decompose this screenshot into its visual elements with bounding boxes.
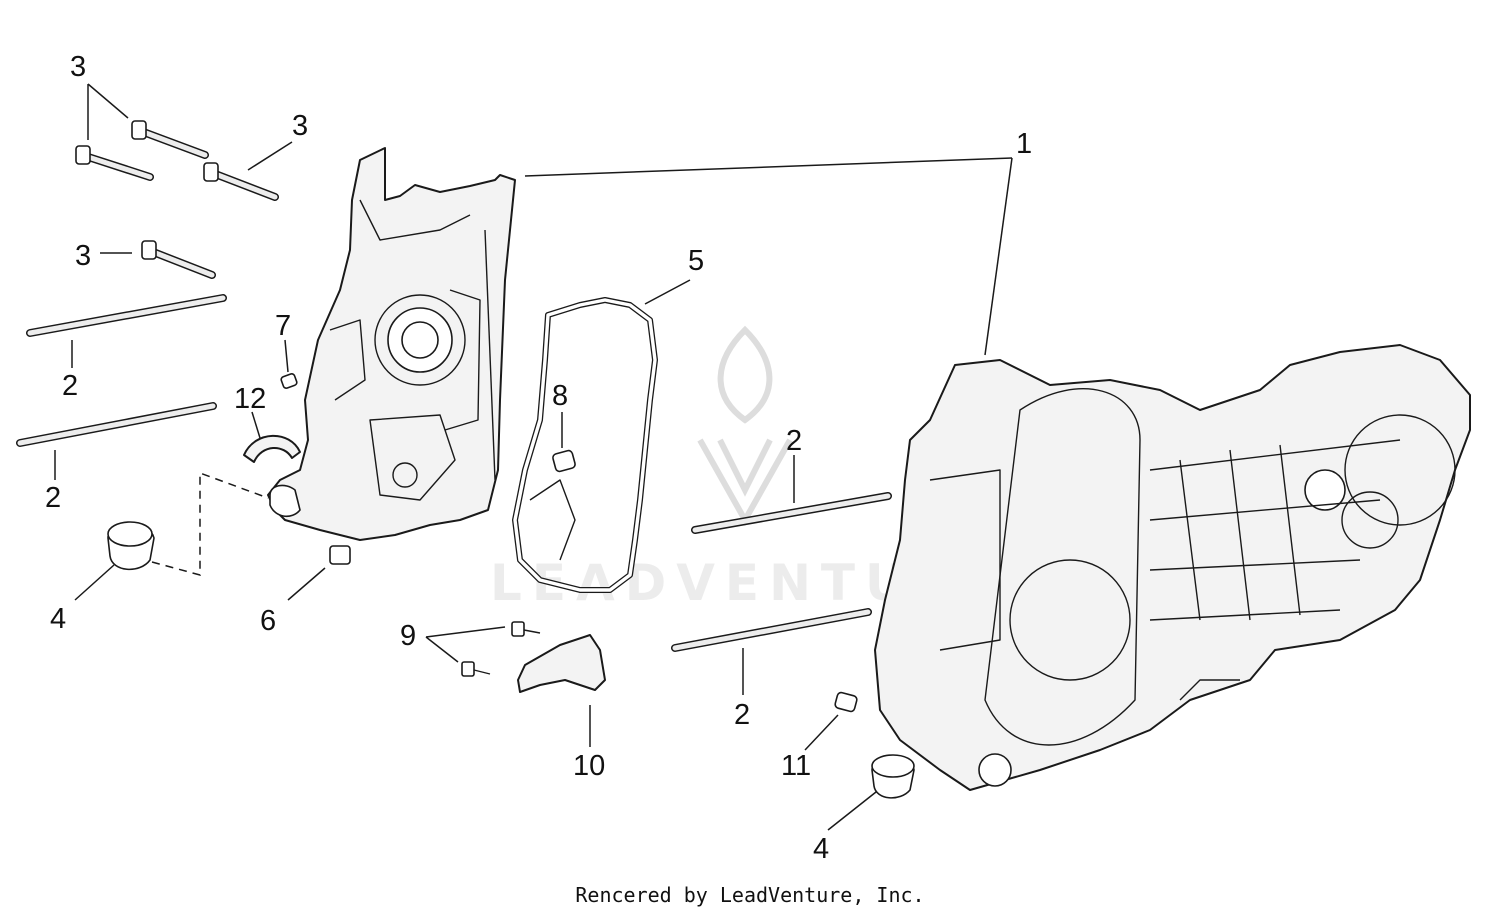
callout-5: 5 xyxy=(688,245,704,277)
callout-2: 2 xyxy=(786,425,802,457)
callout-12: 12 xyxy=(234,383,266,415)
dowel-11 xyxy=(834,691,858,713)
callout-3: 3 xyxy=(70,51,86,83)
crankcase-left-half xyxy=(267,147,516,541)
leader-lines xyxy=(54,83,1013,831)
callout-11: 11 xyxy=(781,750,811,782)
guard-plate-10 xyxy=(517,634,606,693)
dowel-8 xyxy=(552,449,576,473)
screw-9a xyxy=(511,621,541,637)
callout-3: 3 xyxy=(292,110,308,142)
callout-2: 2 xyxy=(45,482,61,514)
bolt-3d xyxy=(141,240,216,279)
stud-2a xyxy=(26,294,227,337)
callout-6: 6 xyxy=(260,605,276,637)
dowel-6 xyxy=(329,545,351,565)
stud-2c xyxy=(691,492,892,534)
silent-block-4a xyxy=(107,521,155,571)
callout-1: 1 xyxy=(1016,128,1032,160)
dowel-7 xyxy=(280,373,298,389)
screw-9b xyxy=(461,661,491,677)
callout-9: 9 xyxy=(400,620,416,652)
callout-3: 3 xyxy=(75,240,91,272)
callout-2: 2 xyxy=(734,699,750,731)
callout-10: 10 xyxy=(573,750,605,782)
bolt-3b xyxy=(131,120,209,159)
callout-4: 4 xyxy=(813,833,829,865)
bearing-shell-12 xyxy=(243,434,301,463)
gasket xyxy=(512,297,658,593)
crankcase-right-half xyxy=(874,344,1471,791)
render-credit: Rencered by LeadVenture, Inc. xyxy=(575,883,924,907)
callout-8: 8 xyxy=(552,380,568,412)
callout-2: 2 xyxy=(62,370,78,402)
bolt-3a xyxy=(75,145,154,181)
bolt-3c xyxy=(203,162,279,201)
stud-2d xyxy=(671,608,872,652)
callout-7: 7 xyxy=(275,310,291,342)
stud-2b xyxy=(16,402,217,447)
silent-block-4b xyxy=(871,754,915,799)
watermark-logo xyxy=(697,325,793,527)
callout-labels: 3 3 3 1 5 7 2 12 8 2 2 4 6 9 2 10 11 4 xyxy=(45,51,1032,865)
callout-4: 4 xyxy=(50,603,66,635)
